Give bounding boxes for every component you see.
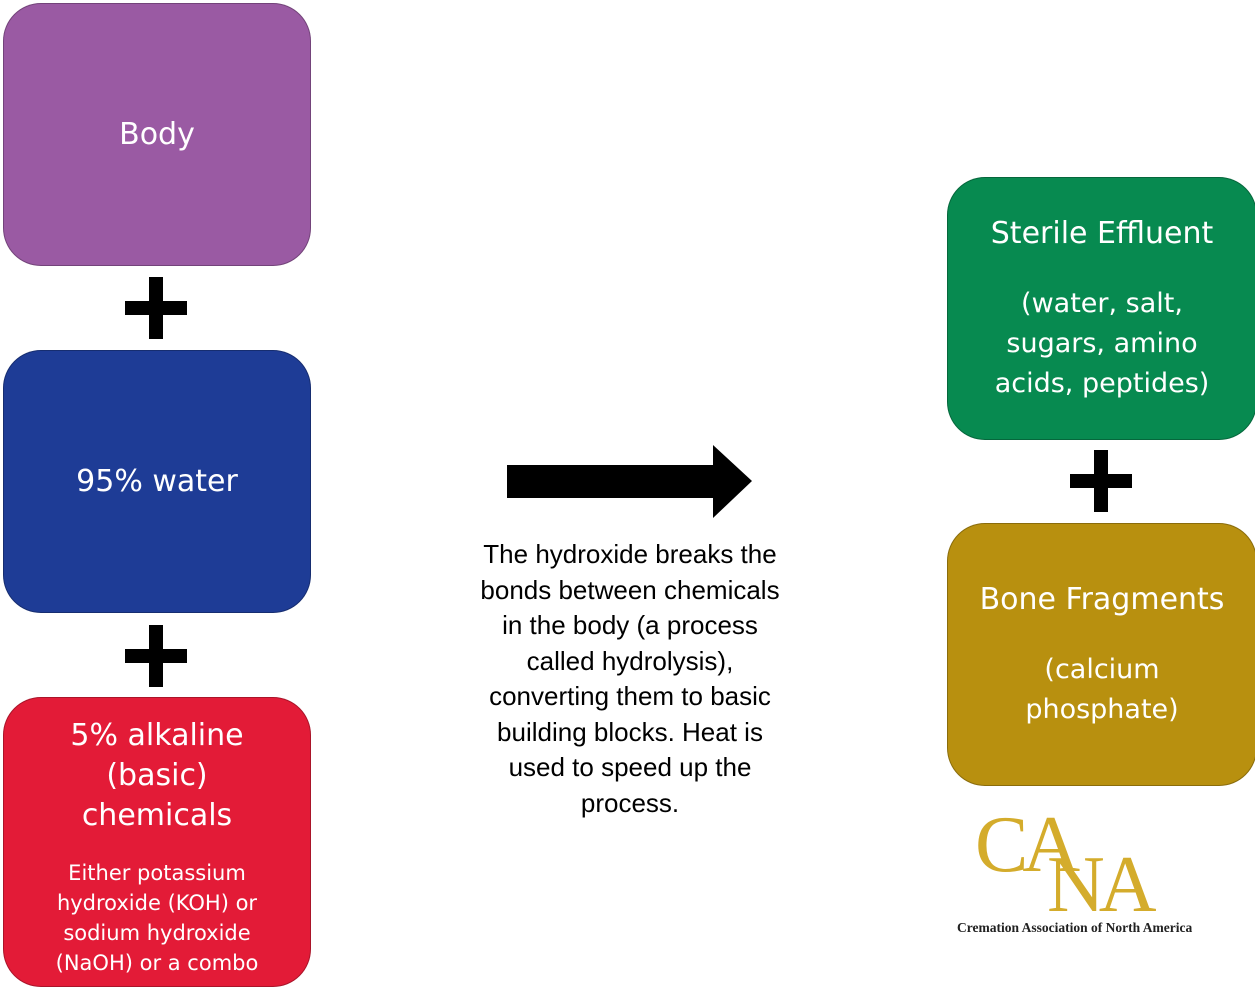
body-box: Body	[3, 3, 311, 266]
bone-label: Bone Fragments	[979, 581, 1225, 617]
plus-icon	[125, 277, 187, 339]
effluent-detail: (water, salt, sugars, amino acids, pepti…	[994, 287, 1210, 399]
water-label: 95% water	[76, 463, 238, 499]
arrow-right-icon	[507, 445, 752, 518]
cana-logo-name: Cremation Association of North America	[957, 920, 1193, 935]
bone-detail: (calcium phosphate)	[1025, 653, 1179, 725]
plus-icon	[1070, 450, 1132, 512]
process-description: The hydroxide breaks the bonds between c…	[480, 539, 780, 818]
alkaline-detail: Either potassium hydroxide (KOH) or sodi…	[55, 861, 259, 975]
water-box: 95% water	[3, 350, 311, 613]
alkaline-label: 5% alkaline (basic) chemicals	[70, 718, 244, 833]
bone-box: Bone Fragments (calcium phosphate)	[947, 523, 1255, 786]
effluent-label: Sterile Effluent	[990, 215, 1214, 251]
cana-logo: CA NA Cremation Association of North Ame…	[957, 801, 1193, 935]
body-label: Body	[119, 116, 195, 152]
alkaline-box: 5% alkaline (basic) chemicals Either pot…	[3, 697, 311, 987]
effluent-box: Sterile Effluent (water, salt, sugars, a…	[947, 177, 1255, 440]
plus-icon	[125, 625, 187, 687]
